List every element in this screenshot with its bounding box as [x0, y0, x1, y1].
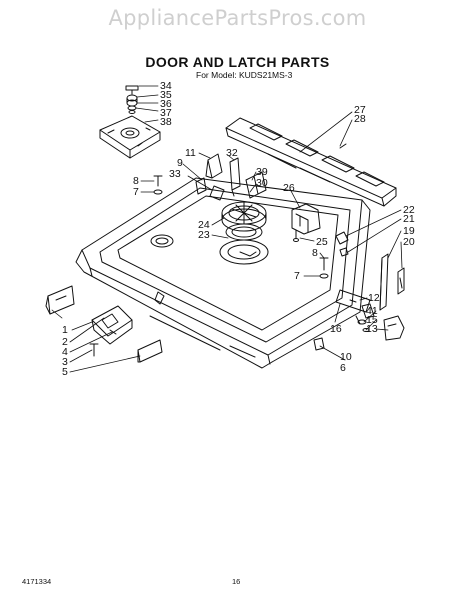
diagram-title: DOOR AND LATCH PARTS [145, 54, 330, 70]
upper-right-vent-strip [225, 117, 397, 207]
latch-parts-top [195, 153, 267, 201]
watermark: AppliancePartsPros.com [108, 6, 367, 30]
callout-35: 35 [160, 89, 172, 101]
callout-41: 41 [366, 305, 378, 317]
callout-8-left: 8 [133, 175, 139, 187]
left-screw [153, 175, 163, 195]
callout-36: 36 [160, 98, 172, 110]
callout-10: 10 [340, 351, 352, 363]
dispenser-assembly [219, 201, 269, 265]
callout-2: 2 [62, 336, 68, 348]
callout-25: 25 [316, 236, 328, 248]
callout-33: 33 [169, 168, 181, 180]
callout-8-right: 8 [312, 247, 318, 259]
callout-38: 38 [160, 116, 172, 128]
callout-1: 1 [62, 324, 68, 336]
callout-26: 26 [283, 182, 295, 194]
callout-20: 20 [403, 236, 415, 248]
upper-left-assembly [99, 85, 161, 159]
callout-34: 34 [160, 80, 172, 92]
callout-4: 4 [62, 346, 68, 358]
callout-39: 39 [256, 166, 268, 178]
callout-labels: 34 35 36 37 38 27 28 11 32 9 33 39 30 8 … [62, 80, 415, 378]
right-screw [319, 257, 329, 279]
callout-7-right: 7 [294, 270, 300, 282]
right-side-parts [335, 231, 405, 311]
callout-11: 11 [185, 147, 196, 159]
callout-21: 21 [403, 213, 415, 225]
callout-28: 28 [354, 113, 366, 125]
callout-3: 3 [62, 356, 68, 368]
callout-37: 37 [160, 107, 172, 119]
page-number: 16 [232, 577, 241, 586]
right-latch-bracket [291, 203, 321, 242]
callout-16: 16 [330, 323, 342, 335]
model-number: For Model: KUDS21MS-3 [196, 70, 293, 80]
callout-9: 9 [177, 157, 183, 169]
callout-27: 27 [354, 104, 366, 116]
callout-19: 19 [403, 225, 415, 237]
callout-30: 30 [256, 177, 268, 189]
lower-right-hinge-parts [335, 289, 405, 341]
callout-15: 15 [366, 314, 378, 326]
callout-12: 12 [368, 292, 380, 304]
bumper [313, 337, 325, 351]
door-panel [75, 177, 371, 369]
callout-23: 23 [198, 229, 210, 241]
leader-lines [51, 85, 403, 373]
callout-32: 32 [226, 147, 238, 159]
document-code: 4171334 [22, 577, 52, 586]
callout-24: 24 [198, 219, 210, 231]
callout-22: 22 [403, 204, 415, 216]
callout-13: 13 [366, 323, 378, 335]
callout-5: 5 [62, 366, 68, 378]
callout-6: 6 [340, 362, 346, 374]
panel-hole [150, 234, 174, 248]
callout-7-left: 7 [133, 186, 139, 198]
lower-left-parts [45, 285, 163, 363]
